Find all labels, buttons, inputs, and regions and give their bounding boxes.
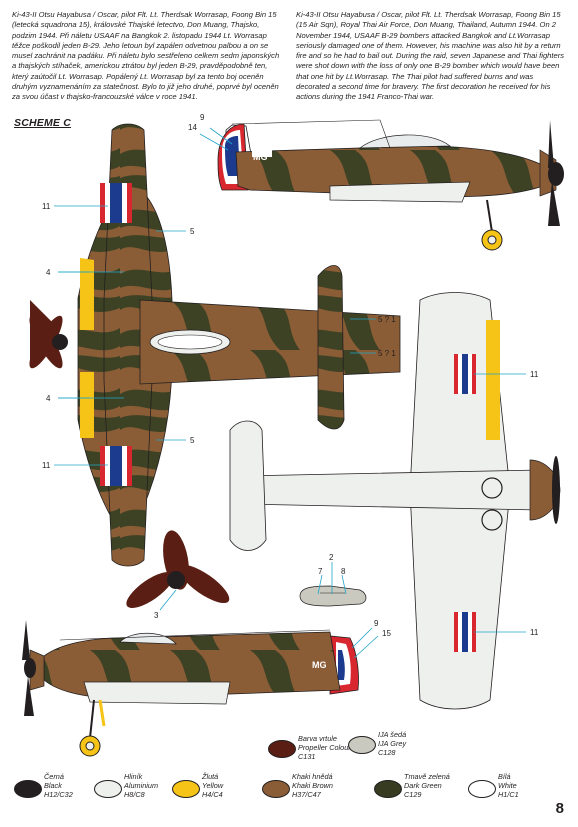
page-number: 8 (555, 800, 564, 817)
legend-yellow-cz: Žlutá (202, 772, 219, 781)
swatch-yellow (172, 780, 200, 798)
callout-7: 7 (318, 567, 323, 576)
legend-white-cz: Bílá (498, 772, 511, 781)
callout-71a: 5 ? 1 (378, 315, 396, 324)
callout-3: 3 (154, 611, 159, 620)
roundel-top-2 (100, 446, 132, 486)
callout-4a: 4 (46, 268, 51, 277)
callout-11c: 11 (530, 370, 539, 379)
side-view-top: MG (217, 119, 564, 251)
swatch-black (14, 780, 42, 798)
swatch-dark-green (374, 780, 402, 798)
legend-aluminium-en: Aluminium (124, 781, 159, 790)
callout-15: 15 (382, 629, 391, 638)
callout-11d: 11 (530, 628, 539, 637)
callout-5a: 5 (190, 227, 195, 236)
callout-2: 2 (329, 553, 334, 562)
underside-view (229, 292, 561, 710)
legend-propeller-en: Propeller Colour (298, 743, 351, 752)
callout-5b: 5 (190, 436, 195, 445)
swatch-ija-grey (348, 736, 376, 754)
legend-black-code: H12/C32 (44, 790, 73, 799)
legend-ija-grey-en: IJA Grey (378, 739, 407, 748)
legend-khaki-brown-cz: Khaki hnědá (292, 772, 333, 781)
legend-yellow-code: H4/C4 (202, 790, 223, 799)
callout-14: 14 (188, 123, 197, 132)
drop-tank-detail (299, 585, 367, 607)
callout-numbers: 9 14 11 5 4 5 ? 1 5 ? 1 4 5 11 11 11 3 2… (42, 113, 539, 638)
legend-khaki-brown-code: H37/C47 (292, 790, 321, 799)
callout-9b: 9 (374, 619, 379, 628)
swatch-khaki-brown (262, 780, 290, 798)
caption-czech: Ki-43-II Otsu Hayabusa / Oscar, pilot Fl… (12, 10, 280, 102)
legend-black-cz: Černá (44, 772, 64, 781)
propeller-detail (126, 530, 230, 609)
legend-aluminium-code: H8/C8 (124, 790, 145, 799)
roundel-top-1 (100, 183, 132, 223)
callout-4b: 4 (46, 394, 51, 403)
swatch-aluminium (94, 780, 122, 798)
legend-dark-green-en: Dark Green (404, 781, 442, 790)
tail-code-bottom: MG (312, 660, 327, 670)
legend-ija-grey-code: C128 (378, 748, 396, 757)
scheme-label: SCHEME C (14, 117, 72, 129)
legend-white-en: White (498, 781, 517, 790)
caption-english: Ki-43-II Otsu Hayabusa / Oscar, pilot Fl… (296, 10, 565, 102)
callout-9a: 9 (200, 113, 205, 122)
roundel-under-1 (454, 354, 476, 394)
legend-ija-grey-cz: IJA šedá (378, 730, 407, 739)
swatch-white (468, 780, 496, 798)
legend-dark-green-cz: Tmavě zelená (404, 772, 450, 781)
callout-11a: 11 (42, 202, 51, 211)
legend-propeller-code: C131 (298, 752, 316, 761)
legend-black-en: Black (44, 781, 62, 790)
tail-code-top: MG (253, 152, 268, 162)
roundel-under-2 (454, 612, 476, 652)
callout-lines (54, 127, 526, 659)
top-view (29, 123, 401, 567)
side-view-bottom: MG (22, 620, 359, 757)
callout-8: 8 (341, 567, 346, 576)
legend-propeller-cz: Barva vrtule (298, 734, 337, 743)
legend-yellow-en: Yellow (202, 781, 224, 790)
legend-aluminium-cz: Hliník (124, 772, 143, 781)
callout-71b: 5 ? 1 (378, 349, 396, 358)
swatch-propeller (268, 740, 296, 758)
callout-11b: 11 (42, 461, 51, 470)
legend-white-code: H1/C1 (498, 790, 519, 799)
legend-khaki-brown-en: Khaki Brown (292, 781, 333, 790)
legend-dark-green-code: C129 (404, 790, 422, 799)
